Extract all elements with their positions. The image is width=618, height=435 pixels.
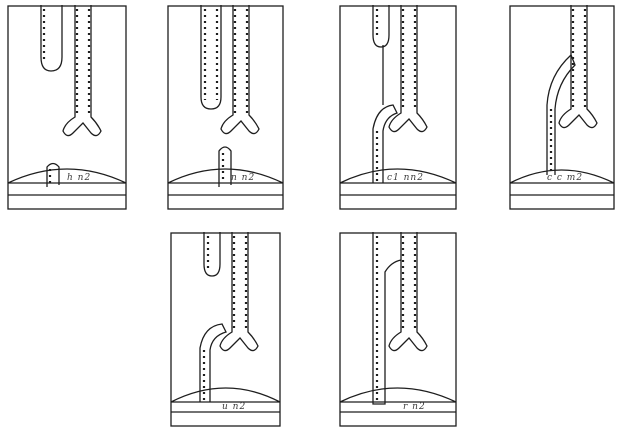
panel-6: r n2: [339, 232, 457, 427]
panel-6-drawing: [339, 232, 457, 427]
panel-2: n n2: [167, 5, 284, 210]
panel-4: c c m2: [509, 5, 615, 210]
panel-2-drawing: [167, 5, 284, 210]
panel-5-drawing: [170, 232, 281, 427]
panel-5-label: u n2: [222, 402, 246, 412]
panel-4-label: c c m2: [547, 173, 583, 183]
panel-2-label: n n2: [231, 173, 255, 183]
panel-5: u n2: [170, 232, 281, 427]
panel-1-label: h n2: [67, 173, 91, 183]
panel-1: h n2: [7, 5, 127, 210]
panel-3: c1 nn2: [339, 5, 457, 210]
panel-3-label: c1 nn2: [387, 173, 424, 183]
panel-6-label: r n2: [403, 402, 426, 412]
